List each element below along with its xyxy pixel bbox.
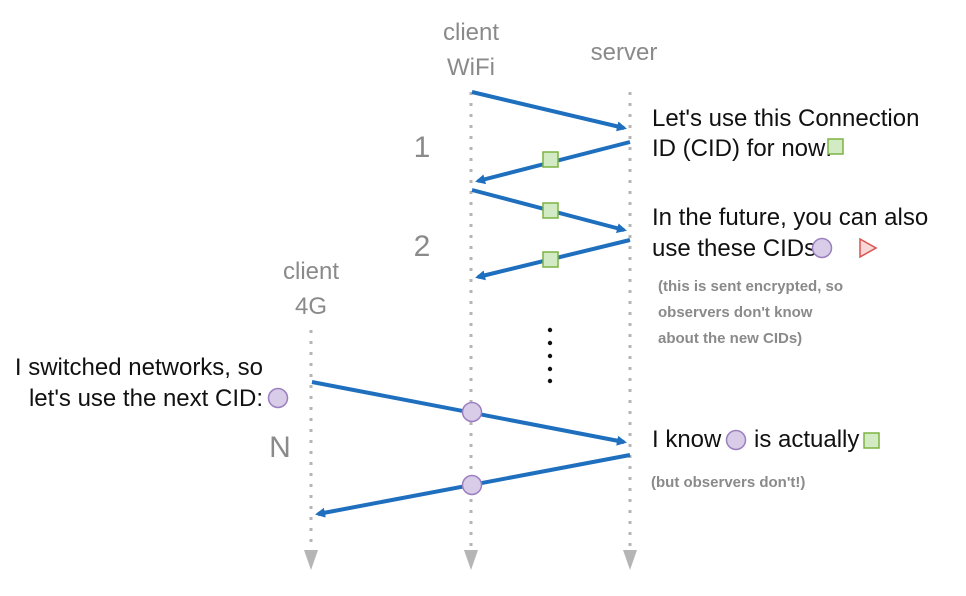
note-step1-line1: Let's use this Connection [652,105,919,132]
client-4g-label-line1: client [283,258,339,285]
client-4g-lifeline-end-icon [304,550,318,570]
note-encrypted-line2: observers don't know [658,304,813,321]
arrow-wifi-to-server-1 [471,90,627,132]
note-encrypted-line1: (this is sent encrypted, so [658,278,843,295]
client-wifi-label-line1: client [443,19,499,46]
cid-square-icon [542,202,559,219]
cid-circle-icon [267,387,289,409]
note-switch-line2: let's use the next CID: [29,385,263,412]
note-know-prefix: I know [652,426,722,453]
cid-triangle-icon [859,237,878,259]
step-2-label: 2 [414,230,431,263]
step-1-label: 1 [414,131,431,164]
ellipsis-dot [547,366,553,372]
note-step2-line2: use these CIDs: [652,235,823,262]
cid-circle-icon [461,474,483,496]
note-step1-line2: ID (CID) for now: [652,135,832,162]
client-wifi-lifeline-end-icon [464,550,478,570]
server-label: server [591,39,658,66]
client-4g-label-line2: 4G [295,293,327,320]
note-know-suffix: is actually [754,426,859,453]
note-switch-line1: I switched networks, so [15,354,263,381]
note-step2-line1: In the future, you can also [652,204,928,231]
cid-square-icon [542,251,559,268]
note-encrypted-line3: about the new CIDs) [658,330,802,347]
cid-circle-icon [461,401,483,423]
client-wifi-label-line2: WiFi [447,54,495,81]
cid-square-icon [827,138,844,155]
note-observers: (but observers don't!) [651,474,805,491]
cid-square-icon [542,151,559,168]
cid-square-icon [863,432,880,449]
ellipsis-dot [547,353,553,359]
cid-circle-icon [811,237,833,259]
ellipsis-dot [547,378,553,384]
cid-circle-icon [725,429,747,451]
ellipsis-dot [547,340,553,346]
step-n-label: N [269,431,291,464]
server-lifeline-end-icon [623,550,637,570]
ellipsis-dot [547,327,553,333]
